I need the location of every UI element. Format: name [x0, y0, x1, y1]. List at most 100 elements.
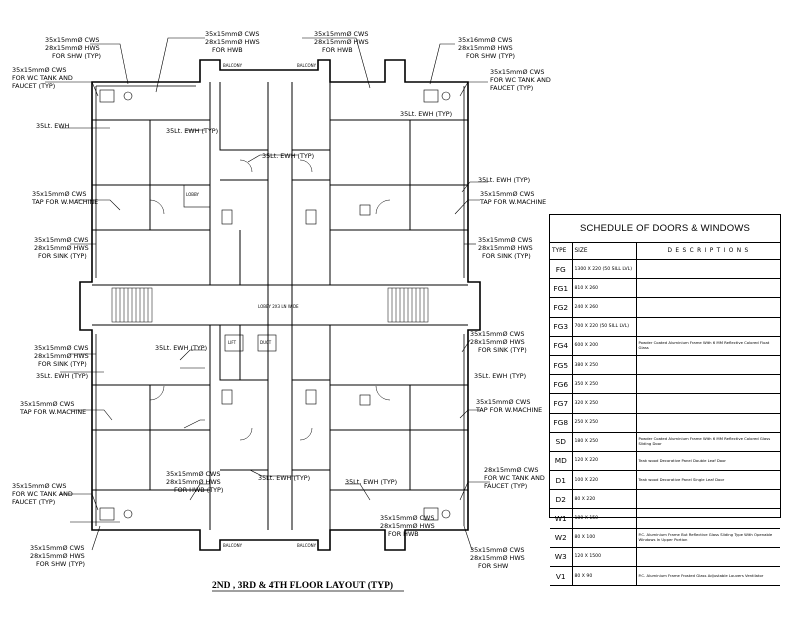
annotation-cws: 35x15mmØ CWS: [470, 330, 524, 338]
schedule-size-cell: 120 X 1500: [571, 546, 637, 568]
annotation-cws: 35x15mmØ CWS: [20, 400, 74, 408]
schedule-size-cell: 80 X 100: [571, 527, 637, 548]
annotation-ewh-typ: 35Lt. EWH (TYP): [345, 478, 397, 486]
leader-lines: [45, 37, 490, 551]
annotation-for-shw: FOR SHW (TYP): [52, 52, 101, 60]
schedule-size-cell: 1300 X 220 (50 SILL LVL): [571, 259, 637, 280]
schedule-type-cell: FG6: [550, 374, 573, 395]
room-labels: BALCONY BALCONY BALCONY BALCONY LOBBY 2X…: [186, 63, 317, 548]
schedule-description-cell: Powder Coated Aluminium Frame With 6 MM …: [635, 431, 780, 452]
schedule-header-type: TYPE: [550, 243, 573, 260]
annotation-hws: 28x15mmØ HWS: [314, 38, 369, 46]
lobby-main-label: LOBBY 2X3 LN WIDE: [258, 304, 299, 309]
schedule-type-cell: FG2: [550, 297, 573, 318]
schedule-type-cell: W1: [550, 508, 573, 529]
schedule-type-cell: FG1: [550, 278, 573, 299]
lobby-small-label: LOBBY: [186, 192, 200, 197]
annotation-hws: 28x15mmØ HWS: [380, 522, 435, 530]
schedule-type-cell: W3: [550, 546, 573, 568]
schedule-description-cell: [635, 489, 780, 510]
schedule-description-cell: P.C. Aluminium Frame Frosted Glass Adjus…: [635, 565, 780, 587]
schedule-size-cell: 100 X 220: [571, 470, 637, 491]
annotation-wc-tank: FOR WC TANK AND: [12, 74, 73, 82]
annotation-ewh-typ: 35Lt. EWH (TYP): [166, 127, 218, 135]
schedule-description-cell: [635, 412, 780, 433]
schedule-size-cell: 80 X 220: [571, 489, 637, 510]
schedule-type-cell: V1: [550, 565, 573, 587]
annotation-hws: 28x15mmØ HWS: [478, 244, 533, 252]
schedule-size-cell: 600 X 200: [571, 335, 637, 356]
schedule-size-cell: 250 X 250: [571, 412, 637, 433]
annotation-faucet: FAUCET (TYP): [490, 84, 533, 92]
annotation-faucet: FAUCET (TYP): [484, 482, 527, 490]
balcony-label-top-right: BALCONY: [297, 63, 317, 68]
schedule-description-cell: Teak wood Decorative Panel Single Leaf D…: [635, 470, 780, 491]
annotation-wc-tank: FOR WC TANK AND: [490, 76, 551, 84]
schedule-header-size: SIZE: [571, 243, 637, 260]
schedule-description-cell: [635, 278, 780, 299]
annotation-ewh-typ: 35Lt. EWH (TYP): [155, 344, 207, 352]
schedule-type-cell: FG: [550, 259, 573, 280]
annotation-for-hwb-typ: FOR HWB (TYP): [174, 486, 223, 494]
annotation-for-sink: FOR SINK (TYP): [482, 252, 531, 260]
annotation-ewh-typ: 35Lt. EWH (TYP): [36, 372, 88, 380]
annotation-for-shw: FOR SHW (TYP): [36, 560, 85, 568]
schedule-type-cell: W2: [550, 527, 573, 548]
annotation-ewh-typ: 35Lt. EWH (TYP): [262, 152, 314, 160]
annotation-hws: 28x15mmØ HWS: [34, 352, 89, 360]
annotation-cws: 35x15mmØ CWS: [205, 30, 259, 38]
schedule-size-cell: 320 X 250: [571, 393, 637, 414]
annotation-cws: 35x15mmØ CWS: [34, 344, 88, 352]
schedule-size-cell: 180 X 150: [571, 508, 637, 529]
annotation-ewh-typ: 35Lt. EWH (TYP): [258, 474, 310, 482]
lift-label: LIFT: [228, 340, 237, 345]
schedule-size-cell: 350 X 250: [571, 374, 637, 395]
schedule-description-cell: P.C. Aluminium Frame But Reflective Glas…: [635, 527, 780, 548]
annotation-hws: 28x15mmØ HWS: [470, 338, 525, 346]
annotation-cws: 35x15mmØ CWS: [476, 398, 530, 406]
annotation-cws: 35x16mmØ CWS: [458, 36, 512, 44]
schedule-description-cell: [635, 374, 780, 395]
annotation-tap-wmachine: TAP FOR W.MACHINE: [479, 198, 546, 206]
schedule-size-cell: 80 X 90: [571, 565, 637, 587]
annotation-cws: 35x15mmØ CWS: [12, 66, 66, 74]
annotation-hws: 28x15mmØ HWS: [458, 44, 513, 52]
schedule-type-cell: FG3: [550, 316, 573, 337]
annotation-cws: 35x15mmØ CWS: [166, 470, 220, 478]
duct-label: DUCT: [260, 340, 272, 345]
schedule-size-cell: 700 X 220 (50 SILL LVL): [571, 316, 637, 337]
annotation-cws: 35x15mmØ CWS: [45, 36, 99, 44]
schedule-of-doors-windows: SCHEDULE OF DOORS & WINDOWS TYPE SIZE D …: [549, 214, 781, 587]
annotation-hws: 28x15mmØ HWS: [470, 554, 525, 562]
annotation-hws: 28x15mmØ HWS: [30, 552, 85, 560]
annotation-wc-tank: FOR WC TANK AND: [12, 490, 73, 498]
schedule-description-cell: [635, 508, 780, 529]
balcony-label-bottom-right: BALCONY: [297, 543, 317, 548]
annotation-for-hwb: FOR HWB: [322, 46, 353, 54]
annotation-hws: 28x15mmØ HWS: [34, 244, 89, 252]
annotation-tap-wmachine: TAP FOR W.MACHINE: [19, 408, 86, 416]
annotation-faucet: FAUCET (TYP): [12, 82, 55, 90]
annotation-for-shw: FOR SHW (TYP): [466, 52, 515, 60]
schedule-size-cell: 810 X 260: [571, 278, 637, 299]
annotation-cws: 35x15mmØ CWS: [34, 236, 88, 244]
building-outline: [79, 59, 481, 551]
annotation-cws: 35x15mmØ CWS: [380, 514, 434, 522]
annotation-for-shw: FOR SHW: [478, 562, 509, 570]
annotation-for-sink: FOR SINK (TYP): [38, 252, 87, 260]
schedule-size-cell: 380 X 250: [571, 354, 637, 376]
